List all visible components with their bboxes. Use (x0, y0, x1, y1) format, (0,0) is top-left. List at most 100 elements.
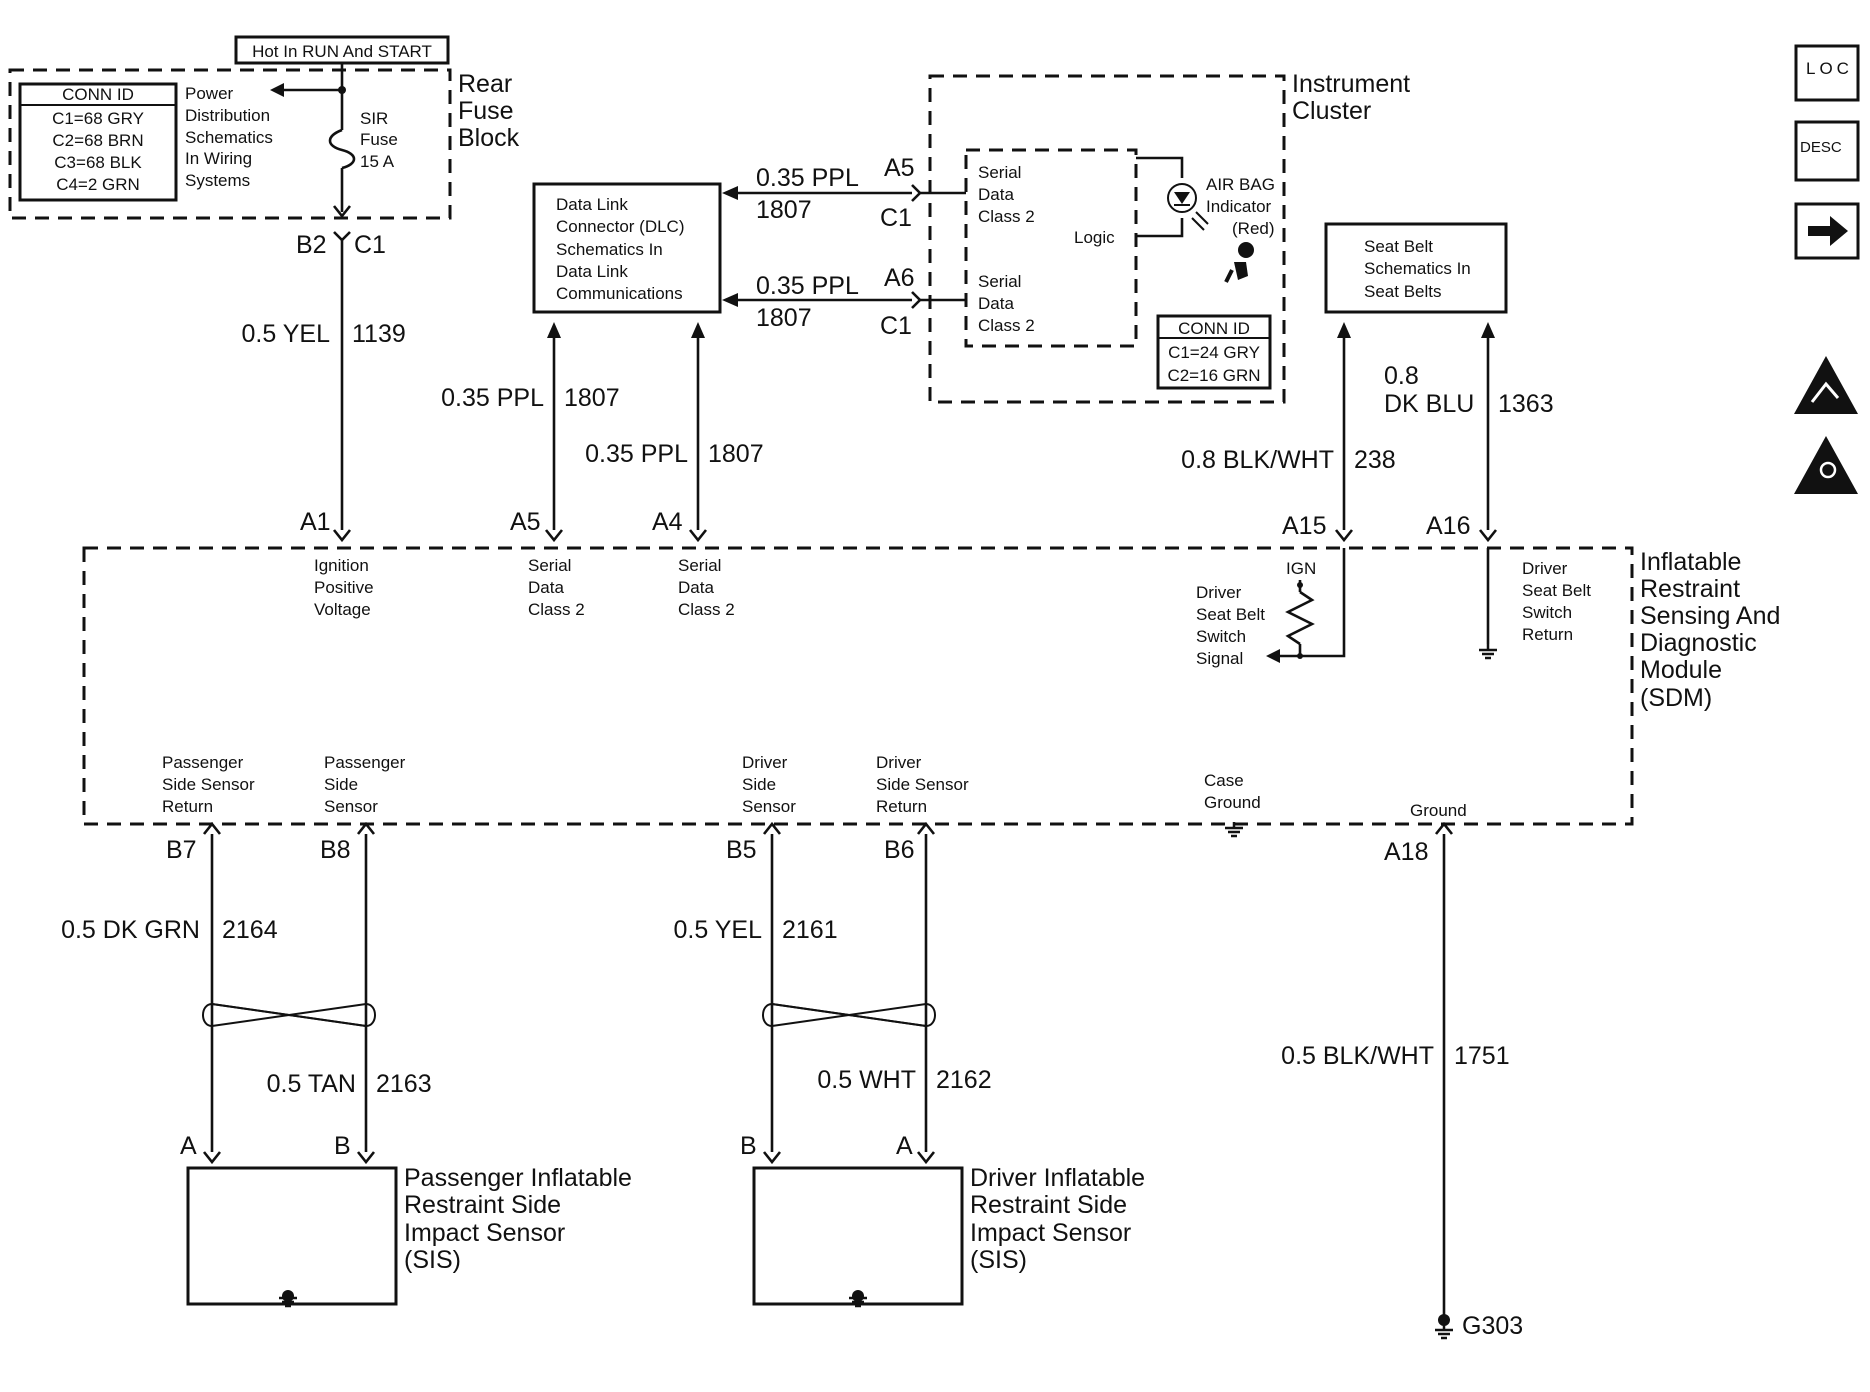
sdm-drv-return-2: Side Sensor (876, 775, 969, 794)
cluster-conn-id-header: CONN ID (1178, 319, 1250, 338)
seat-belt-text-2: Schematics In (1364, 259, 1471, 278)
wire-1139-circuit: 1139 (352, 320, 406, 348)
sdm-case-ground-2: Ground (1204, 793, 1261, 812)
sdm-serial-a4-3: Class 2 (678, 600, 735, 619)
ground-g303-label: G303 (1462, 1312, 1523, 1340)
fuse-conn-row-2: C2=68 BRN (52, 131, 143, 150)
wire-1807-bot-circuit: 1807 (756, 304, 812, 332)
sdm-driver-switch-3: Switch (1196, 627, 1246, 646)
pin-c1-cluster-2: C1 (880, 312, 912, 340)
wire-1751-circuit: 1751 (1454, 1042, 1510, 1070)
pin-c1-fuse: C1 (354, 231, 386, 259)
sdm-pass-return-3: Return (162, 797, 213, 816)
wire-1139: 0.5 YEL 1139 (241, 238, 406, 530)
wire-1139-size: 0.5 YEL (241, 320, 330, 348)
pass-sensor-title-2: Restraint Side (404, 1191, 561, 1219)
wire-238-circuit: 238 (1354, 446, 1396, 474)
sdm-driver-switch-1: Driver (1196, 583, 1242, 602)
next-button[interactable] (1794, 202, 1860, 260)
pass-sensor-title-1: Passenger Inflatable (404, 1164, 632, 1192)
wire-1807-a5-circuit: 1807 (564, 384, 620, 412)
wire-1363-circuit: 1363 (1498, 390, 1554, 418)
sdm-driver-return-3: Switch (1522, 603, 1572, 622)
sdm-ignition-1: Ignition (314, 556, 369, 575)
fuse-block-title-1: Rear (458, 70, 512, 98)
power-note-5: Systems (185, 171, 250, 190)
fuse-conn-id-header: CONN ID (62, 85, 134, 104)
fuse-conn-id-table (18, 82, 178, 202)
pin-a6-cluster: A6 (884, 264, 915, 292)
cluster-serial1-1: Serial (978, 163, 1021, 182)
power-note-1: Power (185, 84, 234, 103)
sdm-ign-label: IGN (1286, 559, 1316, 578)
wire-1807-a5-size: 0.35 PPL (441, 384, 544, 412)
pass-sensor-title-3: Impact Sensor (404, 1219, 565, 1247)
instrument-cluster: Instrument Cluster Serial Data Class 2 S… (920, 70, 1410, 404)
sdm-title-2: Restraint (1640, 575, 1740, 603)
resistor-icon (1285, 590, 1315, 646)
drv-sensor-title-1: Driver Inflatable (970, 1164, 1145, 1192)
wire-1751-size: 0.5 BLK/WHT (1281, 1042, 1434, 1070)
pin-pass-a: A (180, 1132, 197, 1160)
loc-button[interactable]: LOC (1794, 44, 1860, 102)
desc-button[interactable]: DESC (1794, 120, 1860, 182)
twisted-pair-pass-icon (202, 1002, 376, 1028)
wire-1751: 0.5 BLK/WHT 1751 G303 (1281, 834, 1523, 1340)
dlc-text-5: Communications (556, 284, 683, 303)
wire-2161-circuit: 2161 (782, 916, 838, 944)
sdm-serial-a5-3: Class 2 (528, 600, 585, 619)
fuse-conn-row-4: C4=2 GRN (56, 175, 140, 194)
wire-238-size: 0.8 BLK/WHT (1181, 446, 1334, 474)
cluster-serial2-2: Data (978, 294, 1014, 313)
wire-2161-size: 0.5 YEL (673, 916, 762, 944)
cluster-title-1: Instrument (1292, 70, 1410, 98)
sdm-pass-sensor-3: Sensor (324, 797, 378, 816)
pin-drv-b: B (740, 1132, 757, 1160)
wire-1807-a4: 0.35 PPL 1807 (585, 322, 764, 530)
cluster-serial2-3: Class 2 (978, 316, 1035, 335)
sdm-ground-label: Ground (1410, 801, 1467, 820)
seat-belt-text-3: Seat Belts (1364, 282, 1442, 301)
fuse-label-3: 15 A (360, 152, 395, 171)
fuse-conn-row-3: C3=68 BLK (54, 153, 142, 172)
ground-icon (1433, 1322, 1455, 1340)
wire-1807-bot-size: 0.35 PPL (756, 272, 859, 300)
wire-2161: 0.5 YEL 2161 (673, 834, 838, 1152)
pin-b7: B7 (166, 836, 197, 864)
sdm-driver-switch-4: Signal (1196, 649, 1243, 668)
rear-fuse-block: Hot In RUN And START Rear Fuse Block CON… (8, 35, 520, 259)
wire-1807-dlc-top: 0.35 PPL 1807 A5 C1 (722, 154, 922, 232)
sdm-drv-sensor-1: Driver (742, 753, 788, 772)
air-bag-indicator-lamp-icon (1167, 183, 1209, 231)
sdm-pass-return-2: Side Sensor (162, 775, 255, 794)
sdm-drv-return-1: Driver (876, 753, 922, 772)
pin-pass-b: B (334, 1132, 351, 1160)
esd-warning-icon-1 (1794, 356, 1858, 414)
dlc-box: Data Link Connector (DLC) Schematics In … (532, 182, 722, 314)
power-note-4: In Wiring (185, 149, 252, 168)
cluster-conn-row-1: C1=24 GRY (1168, 343, 1260, 362)
arrow-right-icon (1808, 216, 1848, 246)
pin-b2: B2 (296, 231, 327, 259)
sdm-case-ground-1: Case (1204, 771, 1244, 790)
pin-c1-cluster-1: C1 (880, 204, 912, 232)
passenger-side-impact-sensor: Passenger Inflatable Restraint Side Impa… (186, 1164, 632, 1308)
pin-b8: B8 (320, 836, 351, 864)
sdm-driver-return-2: Seat Belt (1522, 581, 1591, 600)
sdm-serial-a4-2: Data (678, 578, 714, 597)
wire-1807-a5: 0.35 PPL 1807 (441, 322, 620, 530)
sdm-serial-a5-2: Data (528, 578, 564, 597)
dlc-text-3: Schematics In (556, 240, 663, 259)
fuse-conn-row-1: C1=68 GRY (52, 109, 144, 128)
indicator-label-3: (Red) (1232, 219, 1275, 238)
sdm-drv-sensor-2: Side (742, 775, 776, 794)
driver-side-impact-sensor: Driver Inflatable Restraint Side Impact … (752, 1164, 1145, 1308)
indicator-label-1: AIR BAG (1206, 175, 1275, 194)
pin-b5: B5 (726, 836, 757, 864)
drv-sensor-title-3: Impact Sensor (970, 1219, 1131, 1247)
wire-1363: 0.8 DK BLU 1363 (1384, 322, 1554, 530)
wire-1807-dlc-bottom: 0.35 PPL 1807 A6 C1 (722, 264, 922, 340)
wire-2164: 0.5 DK GRN 2164 (61, 834, 278, 1152)
wire-2163-circuit: 2163 (376, 1070, 432, 1098)
